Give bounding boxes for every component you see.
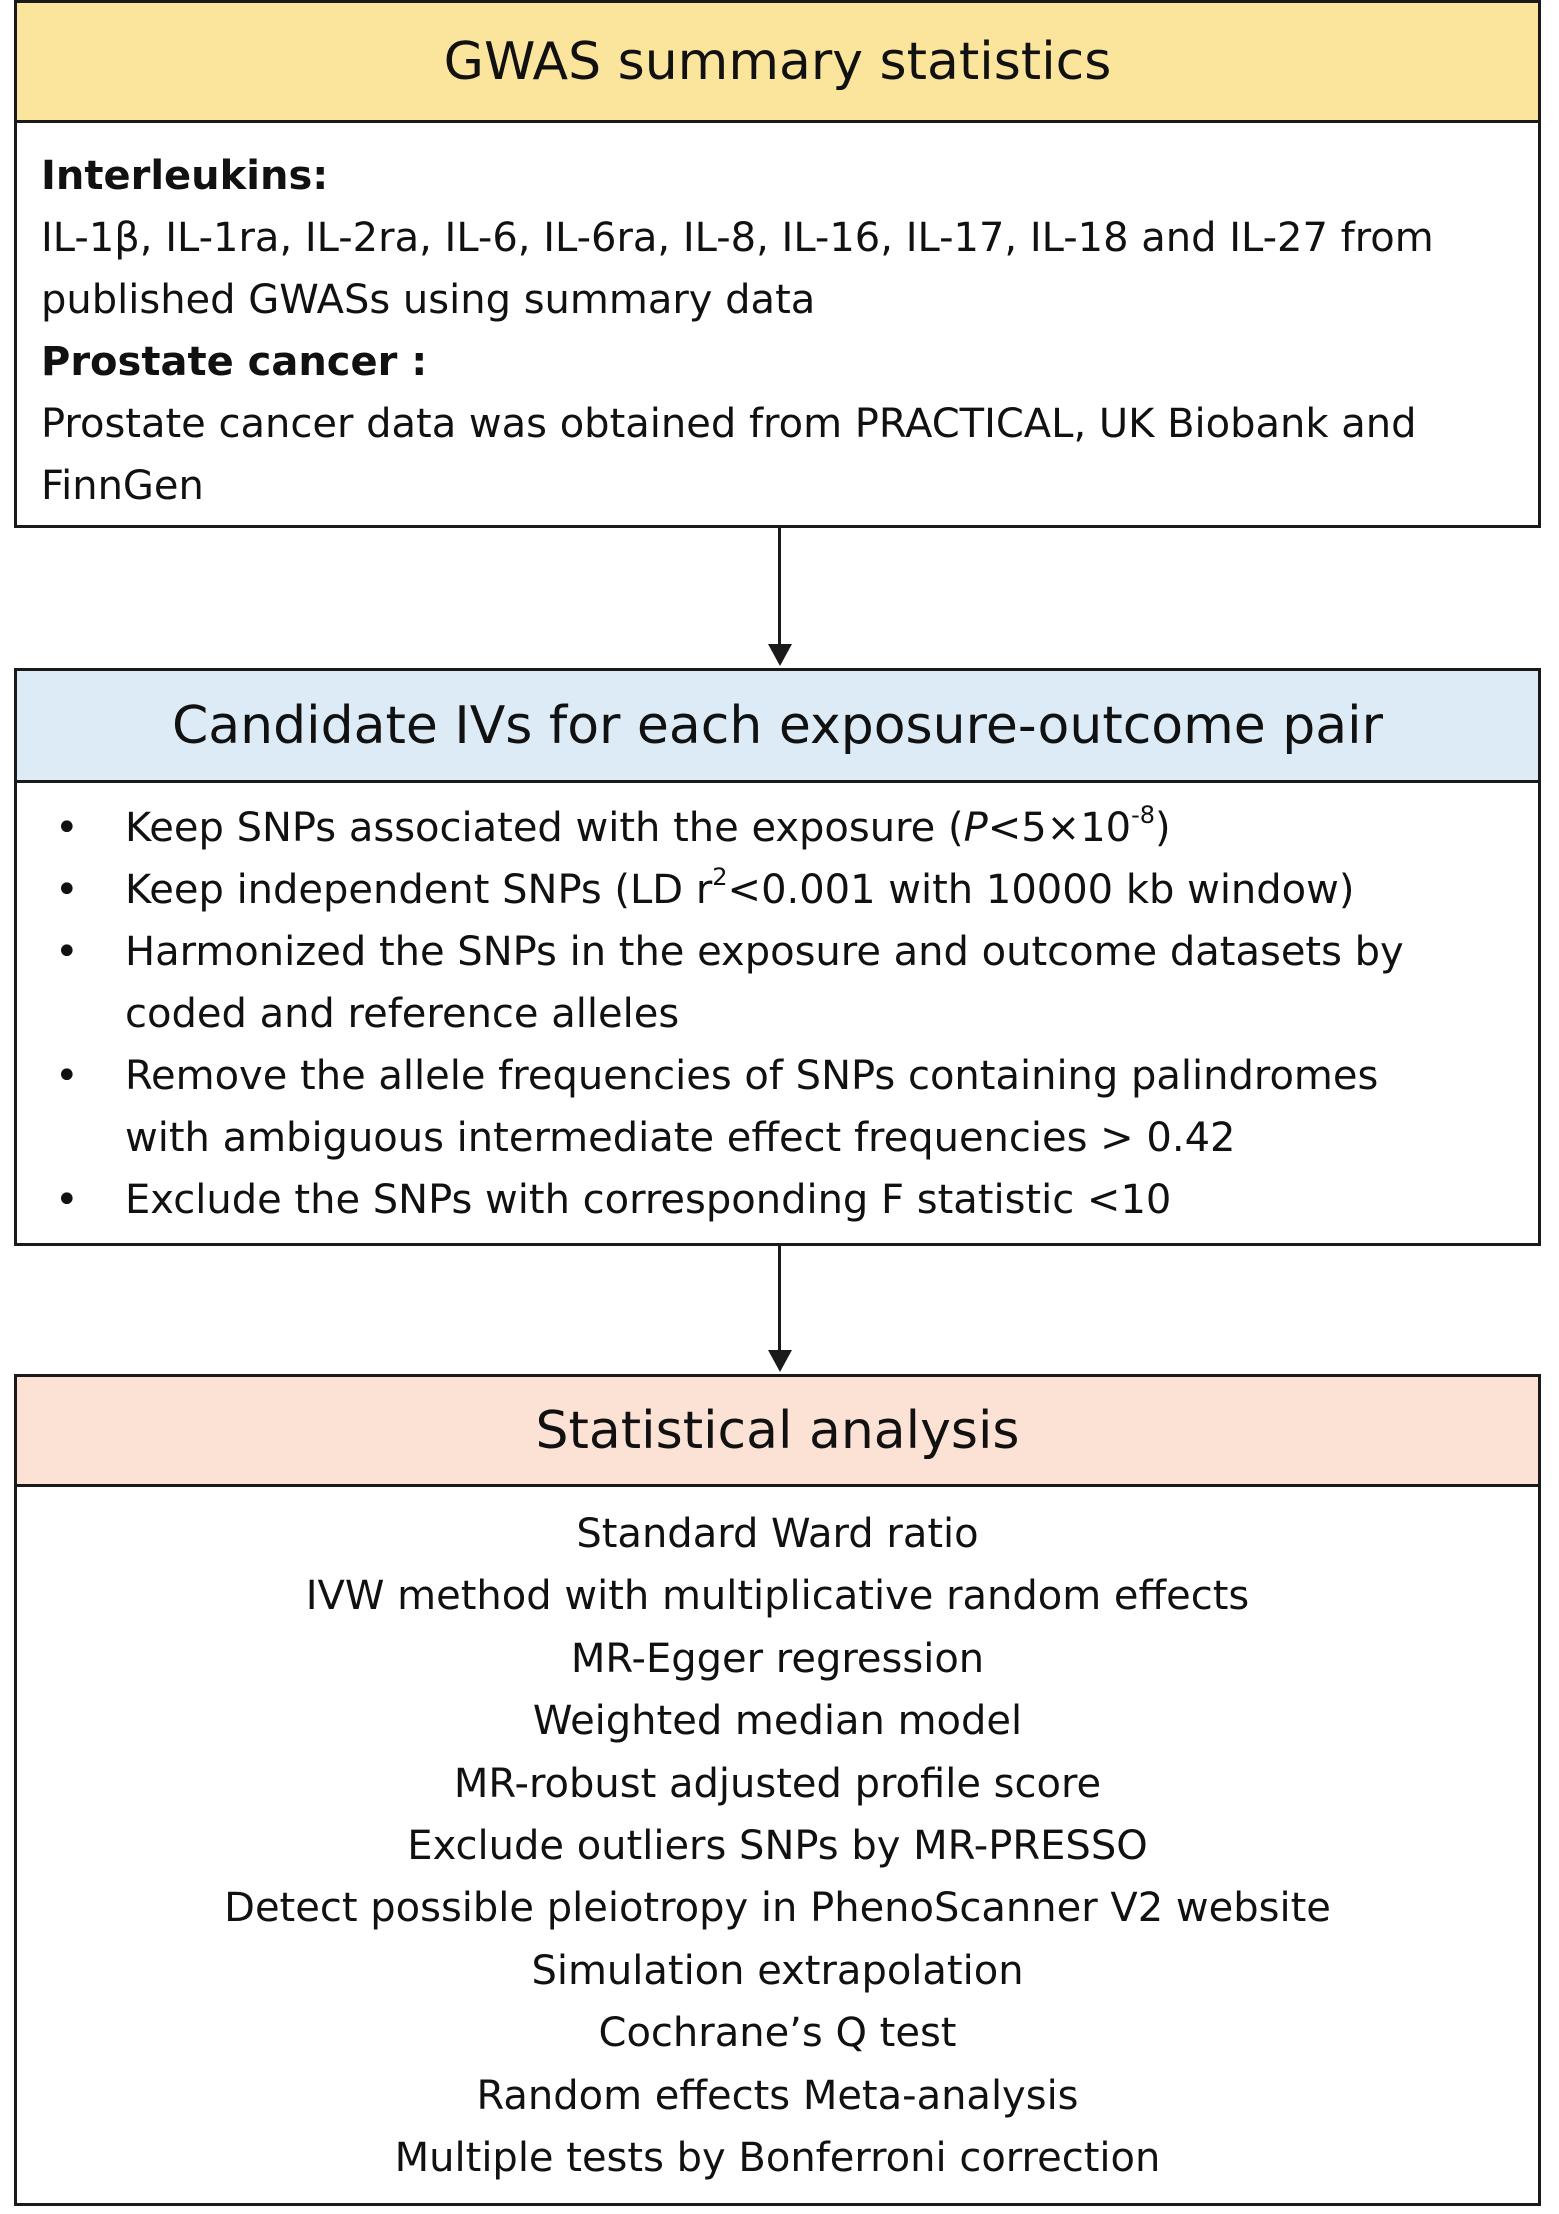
interleukins-line-1: IL-1β, IL-1ra, IL-2ra, IL-6, IL-6ra, IL-…: [41, 215, 1434, 261]
bullet-3-line-1: Harmonized the SNPs in the exposure and …: [125, 929, 1404, 975]
candidate-ivs-box: Candidate IVs for each exposure-outcome …: [14, 668, 1541, 1246]
prostate-cancer-line-1: Prostate cancer data was obtained from P…: [41, 401, 1417, 447]
statistical-analysis-box: Statistical analysis Standard Ward ratio…: [14, 1374, 1541, 2206]
method-item: Cochrane’s Q test: [598, 2010, 957, 2057]
interleukins-line-2: published GWASs using summary data: [41, 277, 816, 323]
statistical-analysis-body: Standard Ward ratio IVW method with mult…: [17, 1487, 1538, 2189]
bullet-icon: •: [55, 1053, 79, 1099]
exponent: -8: [1131, 800, 1156, 829]
gwas-summary-box: GWAS summary statistics Interleukins: IL…: [14, 0, 1541, 528]
bullet-icon: •: [55, 805, 79, 851]
bullet-item-palindromes: • Remove the allele frequencies of SNPs …: [41, 1045, 1514, 1169]
candidate-ivs-header: Candidate IVs for each exposure-outcome …: [17, 671, 1538, 783]
statistical-analysis-header: Statistical analysis: [17, 1377, 1538, 1487]
bullet-item-harmonized: • Harmonized the SNPs in the exposure an…: [41, 921, 1514, 1045]
method-item: Detect possible pleiotropy in PhenoScann…: [224, 1885, 1331, 1932]
bullet-1-text-mid: <5×10: [987, 805, 1132, 851]
bullet-2-text-pre: Keep independent SNPs (LD r: [125, 867, 713, 913]
bullet-4-line-2: with ambiguous intermediate effect frequ…: [125, 1115, 1236, 1161]
bullet-5-text: Exclude the SNPs with corresponding F st…: [125, 1177, 1172, 1223]
p-symbol: P: [963, 805, 988, 851]
interleukins-label: Interleukins:: [41, 153, 329, 199]
method-item: Simulation extrapolation: [531, 1947, 1024, 1994]
bullet-1-text-pre: Keep SNPs associated with the exposure (: [125, 805, 964, 851]
bullet-icon: •: [55, 1177, 79, 1223]
bullet-icon: •: [55, 867, 79, 913]
bullet-1-text-post: ): [1155, 805, 1171, 851]
prostate-cancer-label: Prostate cancer :: [41, 339, 428, 385]
flow-arrow-1: [768, 528, 792, 668]
bullet-3-line-2: coded and reference alleles: [125, 991, 680, 1037]
flow-arrow-1-line: [778, 528, 781, 646]
gwas-summary-header: GWAS summary statistics: [17, 3, 1538, 123]
candidate-ivs-body: • Keep SNPs associated with the exposure…: [17, 783, 1538, 1231]
prostate-cancer-line-2: FinnGen: [41, 463, 204, 509]
arrow-down-icon: [768, 644, 792, 666]
method-item: Random effects Meta-analysis: [476, 2072, 1079, 2119]
r-squared-exponent: 2: [712, 862, 728, 891]
bullet-item-f-statistic: • Exclude the SNPs with corresponding F …: [41, 1169, 1514, 1231]
bullet-icon: •: [55, 929, 79, 975]
flow-arrow-2: [768, 1246, 792, 1374]
gwas-summary-body: Interleukins: IL-1β, IL-1ra, IL-2ra, IL-…: [17, 123, 1538, 517]
bullet-4-line-1: Remove the allele frequencies of SNPs co…: [125, 1053, 1379, 1099]
method-item: Weighted median model: [532, 1698, 1023, 1745]
method-item: Multiple tests by Bonferroni correction: [394, 2135, 1161, 2182]
bullet-item-exposure-association: • Keep SNPs associated with the exposure…: [41, 797, 1514, 859]
method-item: Standard Ward ratio: [576, 1511, 979, 1557]
bullet-item-independent-snps: • Keep independent SNPs (LD r2<0.001 wit…: [41, 859, 1514, 921]
method-item: Exclude outliers SNPs by MR-PRESSO: [407, 1823, 1148, 1870]
arrow-down-icon: [768, 1350, 792, 1372]
method-item: MR-robust adjusted profile score: [453, 1760, 1102, 1807]
method-item: MR-Egger regression: [570, 1635, 985, 1682]
bullet-2-text-post: <0.001 with 10000 kb window): [727, 867, 1355, 913]
method-item: IVW method with multiplicative random ef…: [305, 1573, 1250, 1620]
flow-arrow-2-line: [778, 1246, 781, 1352]
